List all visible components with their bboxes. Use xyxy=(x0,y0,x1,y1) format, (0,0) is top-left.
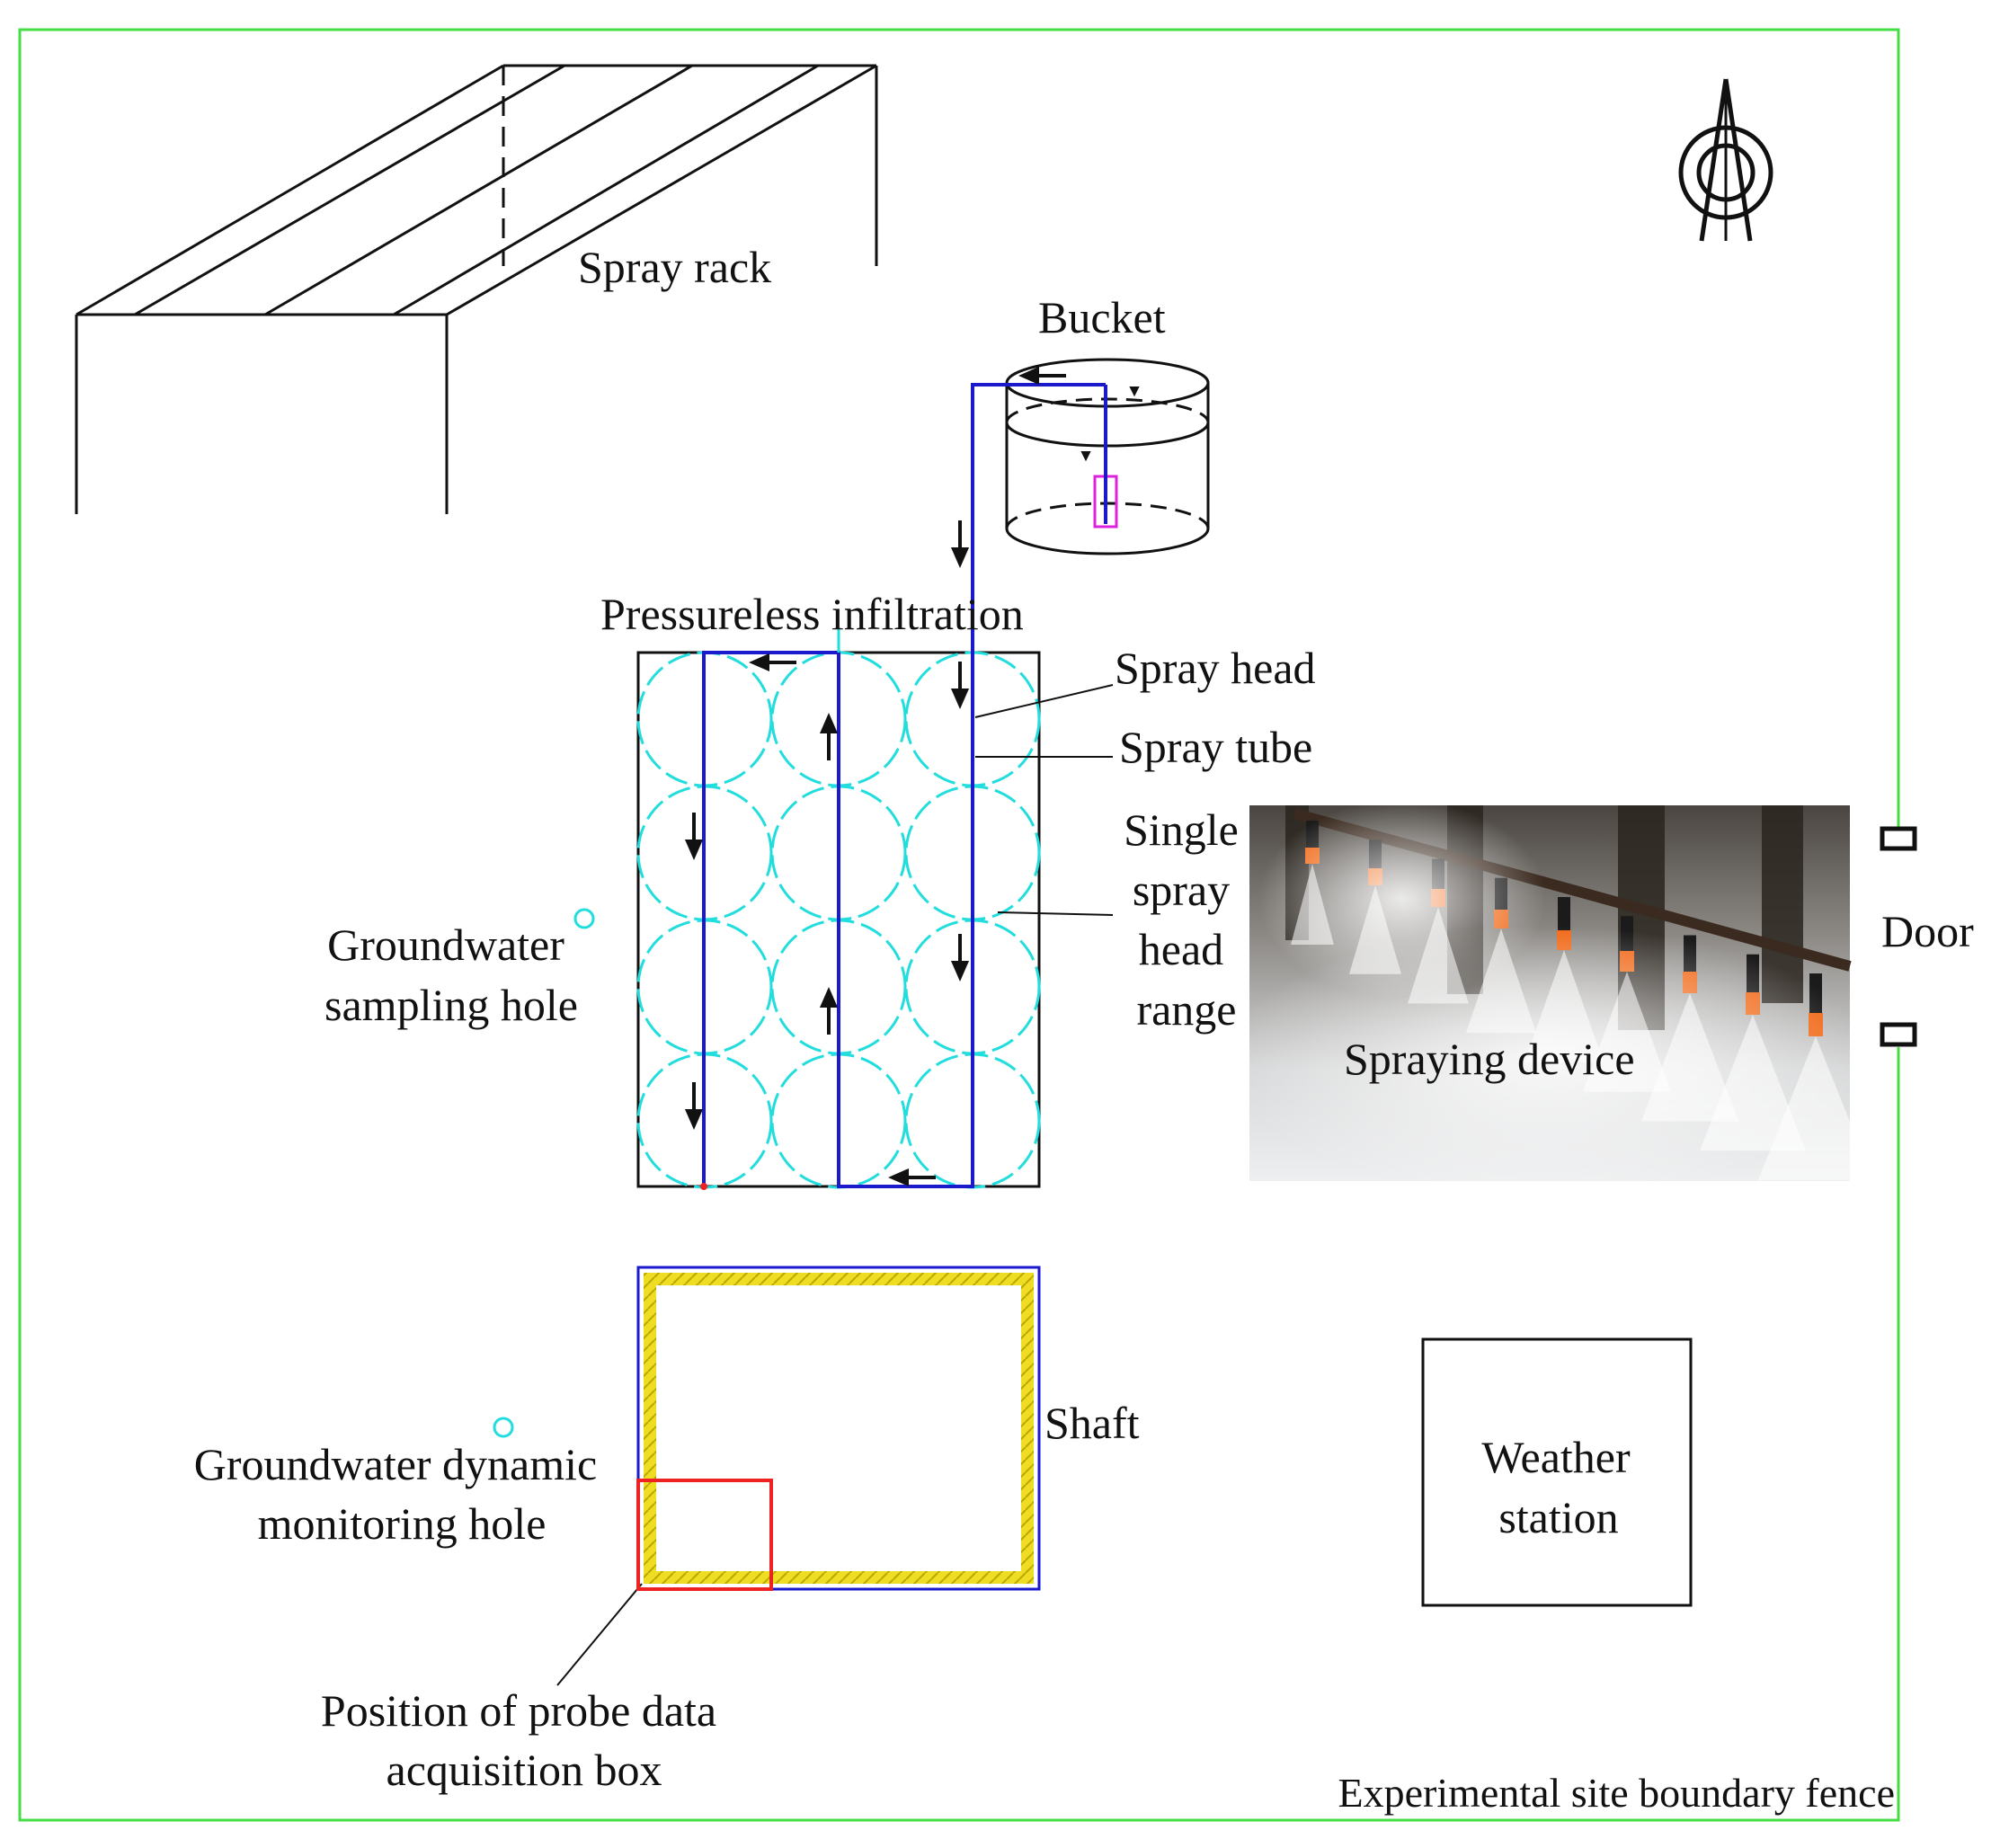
flow-arrow-icon xyxy=(819,987,839,1035)
flow-arrow-icon xyxy=(749,653,796,672)
probe-label-line-2: acquisition box xyxy=(387,1745,662,1795)
flow-arrow-icon xyxy=(1018,366,1066,386)
sampling-hole-label-line-1: Groundwater xyxy=(327,920,564,970)
weather-station-label-line-1: Weather xyxy=(1481,1432,1631,1482)
spraying-device-label: Spraying device xyxy=(1344,1034,1635,1084)
door xyxy=(1880,826,1917,1047)
spray-rack-label: Spray rack xyxy=(578,242,771,292)
flow-arrow-icon xyxy=(950,520,970,568)
door-post-bottom xyxy=(1880,1022,1917,1047)
range-label-line-3: head xyxy=(1139,924,1223,974)
groundwater-sampling-hole xyxy=(573,908,595,929)
monitoring-hole-label-line-2: monitoring hole xyxy=(258,1498,547,1549)
range-label-line-4: range xyxy=(1136,984,1236,1035)
single-spray-head-range-label: Single spray head range xyxy=(1124,804,1239,1035)
boundary-fence xyxy=(18,28,1900,1822)
spray-tube xyxy=(702,383,1107,1188)
shaft xyxy=(636,1266,1041,1591)
flow-arrow-icon xyxy=(819,713,839,760)
flow-arrow-icon xyxy=(950,662,970,709)
spray-rack xyxy=(75,64,878,514)
nozzle-body xyxy=(1558,897,1570,930)
flow-arrow-icon xyxy=(950,934,970,982)
leader-lines xyxy=(556,684,1114,1686)
sampling-hole-label-line-2: sampling hole xyxy=(324,980,578,1030)
flow-arrow-icon xyxy=(684,1082,704,1130)
spray-tube-label: Spray tube xyxy=(1119,722,1312,772)
groundwater-sampling-hole-label: Groundwater sampling hole xyxy=(324,920,578,1030)
weather-station-label: Weather station xyxy=(1481,1432,1631,1542)
groundwater-dynamic-monitoring-hole-label: Groundwater dynamic monitoring hole xyxy=(194,1439,597,1549)
door-post-top xyxy=(1880,826,1917,851)
boundary-fence-label: Experimental site boundary fence xyxy=(1338,1770,1895,1816)
flow-arrow-icon xyxy=(888,1168,936,1187)
probe-data-acquisition-box xyxy=(636,1479,773,1591)
weather-station-label-line-2: station xyxy=(1498,1492,1618,1542)
pressureless-infiltration-label: Pressureless infiltration xyxy=(600,589,1024,639)
monitoring-hole-label-line-1: Groundwater dynamic xyxy=(194,1439,597,1489)
probe-label-line-1: Position of probe data xyxy=(321,1685,716,1736)
spray-head-label: Spray head xyxy=(1115,643,1316,693)
north-arrow-icon xyxy=(1678,78,1773,242)
pipe-end xyxy=(700,1183,707,1190)
groundwater-dynamic-monitoring-hole xyxy=(493,1417,514,1438)
range-label-line-2: spray xyxy=(1133,865,1230,915)
door-label: Door xyxy=(1881,906,1974,956)
spraying-device-photo: Spraying device xyxy=(1222,800,1873,1195)
range-label-line-1: Single xyxy=(1124,804,1239,855)
bucket-label: Bucket xyxy=(1038,292,1166,342)
probe-box-position-label: Position of probe data acquisition box xyxy=(321,1685,716,1795)
flow-arrow-icon xyxy=(684,813,704,860)
weather-station xyxy=(1421,1337,1693,1607)
flow-arrow-icon xyxy=(684,366,1066,1187)
shaft-label: Shaft xyxy=(1044,1398,1140,1448)
